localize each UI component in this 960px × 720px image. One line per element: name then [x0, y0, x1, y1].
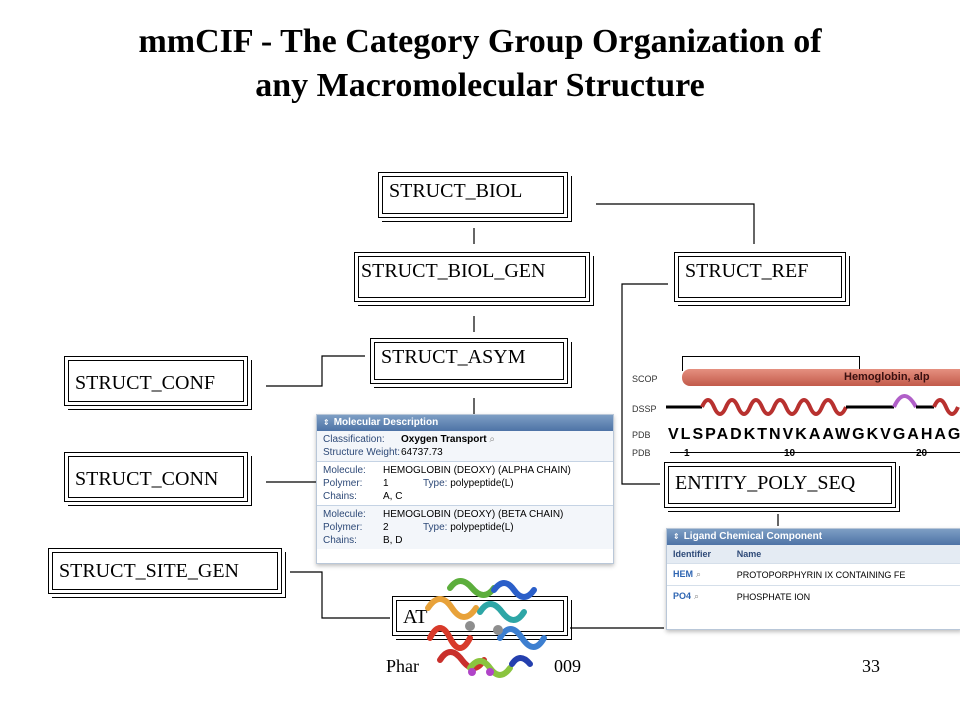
- molecule-label: Molecule:: [323, 465, 366, 476]
- molecule-block-2: Molecule: HEMOGLOBIN (DEOXY) (BETA CHAIN)…: [317, 506, 613, 549]
- ligand-title: Ligand Chemical Component: [683, 531, 823, 542]
- polymer-label: Polymer:: [323, 478, 363, 489]
- box-struct-conn-label: STRUCT_CONN: [68, 456, 244, 498]
- classification-block: Classification: Oxygen Transport ⌕ Struct…: [317, 431, 613, 462]
- footer-middle-text: 009: [554, 656, 581, 676]
- molecular-description-panel: ⇕Molecular Description Classification: Ox…: [316, 414, 614, 564]
- ligand-table: Identifier Name HEM⌕ PROTOPORPHYRIN IX C…: [667, 545, 960, 607]
- ruler-line: [670, 452, 960, 453]
- table-row: PO4⌕ PHOSPHATE ION: [667, 585, 960, 607]
- struct-conf-box-top-edge: [682, 356, 860, 371]
- slide-title-line-1: mmCIF - The Category Group Organization …: [138, 23, 822, 60]
- protein-ribbon-image: [425, 578, 547, 678]
- table-row: HEM⌕ PROTOPORPHYRIN IX CONTAINING FE: [667, 563, 960, 586]
- col-identifier: Identifier: [667, 545, 731, 564]
- col-name: Name: [730, 545, 960, 564]
- helix-2: [932, 398, 960, 416]
- type-value: polypeptide(L): [450, 478, 514, 489]
- type-label: Type:: [423, 522, 448, 533]
- box-struct-conf: STRUCT_CONF: [64, 356, 252, 410]
- ruler-tick-10: 10: [784, 448, 796, 459]
- connector-conf-to-asym: [266, 355, 365, 387]
- dssp-label: DSSP: [632, 404, 657, 414]
- expand-chevron-icon[interactable]: ⇕: [673, 532, 680, 541]
- slide-title-line-2: any Macromolecular Structure: [255, 67, 705, 104]
- molecular-description-header: ⇕Molecular Description: [317, 415, 613, 431]
- box-struct-biol: STRUCT_BIOL: [378, 172, 572, 222]
- search-icon[interactable]: ⌕: [486, 434, 495, 445]
- box-entity-poly-seq: ENTITY_POLY_SEQ: [664, 462, 900, 512]
- weight-value: 64737.73: [401, 447, 443, 458]
- type-value: polypeptide(L): [450, 522, 514, 533]
- box-struct-site-gen-label: STRUCT_SITE_GEN: [52, 552, 278, 590]
- pdb-label-2: PDB: [632, 448, 651, 458]
- helix-1: [700, 398, 848, 416]
- ruler-tick-20: 20: [916, 448, 928, 459]
- ligand-panel: ⇕Ligand Chemical Component Identifier Na…: [666, 528, 960, 630]
- box-struct-ref-label: STRUCT_REF: [678, 256, 842, 298]
- box-struct-biol-gen-label: STRUCT_BIOL_GEN: [358, 256, 586, 298]
- polymer-label: Polymer:: [323, 522, 363, 533]
- chains-label: Chains:: [323, 535, 357, 546]
- box-struct-asym-label: STRUCT_ASYM: [374, 342, 564, 380]
- page-number: 33: [862, 656, 880, 676]
- box-struct-biol-gen: STRUCT_BIOL_GEN: [354, 252, 594, 306]
- connector-biol-to-ref: [596, 203, 755, 244]
- weight-label: Structure Weight:: [323, 447, 401, 458]
- scop-domain-text: Hemoglobin, alp: [844, 371, 930, 383]
- chains-value: A, C: [383, 491, 403, 502]
- ligand-header: ⇕Ligand Chemical Component: [667, 529, 960, 545]
- box-struct-biol-label: STRUCT_BIOL: [382, 176, 564, 214]
- box-atom-site-label: AT: [396, 600, 564, 632]
- molecule-block-1: Molecule: HEMOGLOBIN (DEOXY) (ALPHA CHAIN…: [317, 462, 613, 506]
- dssp-helix-track: [666, 394, 960, 416]
- molecule-name: HEMOGLOBIN (DEOXY) (BETA CHAIN): [383, 509, 564, 520]
- search-icon[interactable]: ⌕: [694, 591, 700, 601]
- scop-bar: [682, 369, 960, 386]
- footer-left-text: Phar: [386, 656, 419, 676]
- box-entity-poly-seq-label: ENTITY_POLY_SEQ: [668, 466, 892, 504]
- sequence-feature-panel: SCOP Hemoglobin, alp DSSP PDB VLSPADKTNV…: [626, 356, 960, 462]
- search-icon[interactable]: ⌕: [696, 569, 702, 579]
- type-label: Type:: [423, 478, 448, 489]
- expand-chevron-icon[interactable]: ⇕: [323, 418, 330, 427]
- box-struct-asym: STRUCT_ASYM: [370, 338, 572, 388]
- box-struct-site-gen: STRUCT_SITE_GEN: [48, 548, 286, 598]
- chains-label: Chains:: [323, 491, 357, 502]
- molecule-label: Molecule:: [323, 509, 366, 520]
- molecule-name: HEMOGLOBIN (DEOXY) (ALPHA CHAIN): [383, 465, 571, 476]
- turn: [892, 394, 918, 409]
- classification-value[interactable]: Oxygen Transport: [401, 434, 487, 445]
- chains-value: B, D: [383, 535, 403, 546]
- connector-sitegen-to-atomsite: [290, 571, 390, 619]
- scop-label: SCOP: [632, 374, 658, 384]
- classification-label: Classification:: [323, 434, 385, 445]
- box-struct-ref: STRUCT_REF: [674, 252, 850, 306]
- ruler-tick-1: 1: [684, 448, 690, 459]
- molecular-description-title: Molecular Description: [333, 417, 439, 428]
- ligand-id[interactable]: HEM: [673, 569, 693, 579]
- ligand-name: PHOSPHATE ION: [730, 585, 960, 607]
- box-struct-conn: STRUCT_CONN: [64, 452, 252, 506]
- box-struct-conf-label: STRUCT_CONF: [68, 360, 244, 402]
- polymer-value: 2: [383, 522, 389, 533]
- ligand-name: PROTOPORPHYRIN IX CONTAINING FE: [730, 563, 960, 586]
- sequence-letters: VLSPADKTNVKAAWGKVGAHAGE: [668, 426, 960, 443]
- box-atom-site: AT: [392, 596, 572, 640]
- pdb-label: PDB: [632, 430, 651, 440]
- polymer-value: 1: [383, 478, 389, 489]
- connector-ref-to-entitypolyseq: [621, 283, 668, 485]
- ligand-id[interactable]: PO4: [673, 591, 692, 601]
